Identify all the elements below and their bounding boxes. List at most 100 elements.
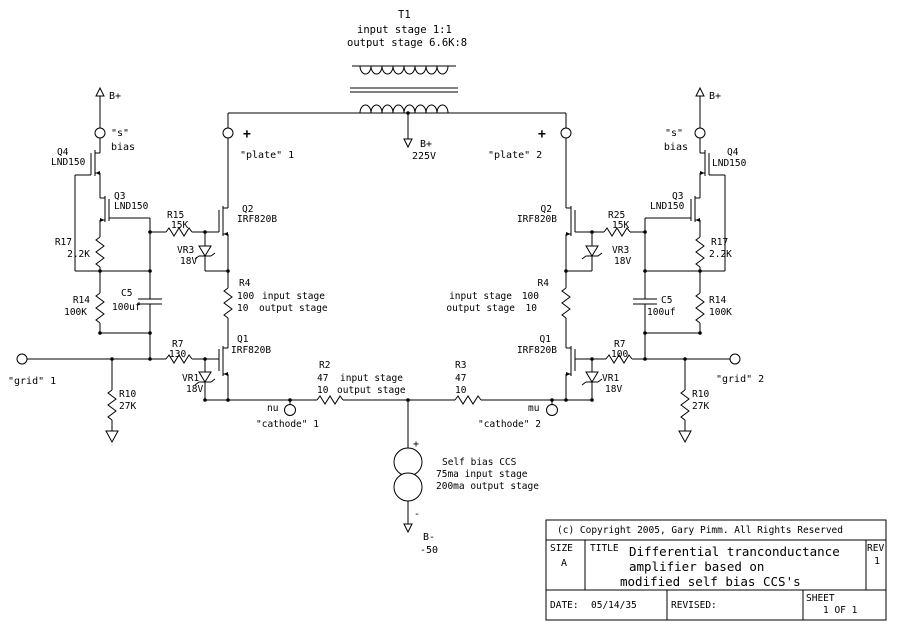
- resistor-r4-left: [223, 287, 233, 319]
- zener-diodes: [194, 245, 603, 386]
- bplus-label-left: B+: [109, 91, 121, 102]
- bplus-label-right: B+: [709, 91, 721, 102]
- vr1-ref-left: VR1: [182, 373, 199, 384]
- r2-ref: R2: [319, 360, 330, 371]
- revised-label: REVISED:: [671, 600, 717, 611]
- r15-ref: R15: [167, 210, 184, 221]
- plate1-terminal: [222, 127, 234, 139]
- r7-ref-left: R7: [172, 339, 183, 350]
- q4-ref-right: Q4: [727, 147, 739, 158]
- q4-ref-left: Q4: [57, 147, 69, 158]
- grid2-label: "grid" 2: [716, 374, 764, 385]
- q3-ref-left: Q3: [114, 191, 125, 202]
- q2-ref-right: Q2: [541, 204, 552, 215]
- r14-ref-left: R14: [73, 295, 90, 306]
- resistor-r3: [454, 395, 482, 405]
- c5-value-right: 100uf: [647, 307, 676, 318]
- copyright-text: (c) Copyright 2005, Gary Pimm. All Right…: [557, 525, 843, 536]
- t1-spec2: output stage 6.6K:8: [347, 37, 467, 49]
- sheet-value: 1 OF 1: [823, 605, 858, 616]
- cathode2-label: "cathode" 2: [478, 419, 541, 430]
- r4-ref-right: R4: [538, 278, 550, 289]
- grid1-terminal: [16, 353, 28, 365]
- ccs-circle-bottom: [393, 472, 423, 502]
- mosfet-arrows: [95, 171, 705, 376]
- title-line3: modified self bias CCS's: [620, 574, 801, 589]
- r17-ref-right: R17: [711, 237, 728, 248]
- sheet-label: SHEET: [806, 593, 835, 604]
- plate1-label: "plate" 1: [240, 150, 294, 161]
- junction-dots: [98, 111, 702, 402]
- q4-part-left: LND150: [51, 157, 86, 168]
- vr3-ref-left: VR3: [177, 245, 194, 256]
- left-labels: B+ "s" bias Q4 LND150 Q3 LND150 R17 2.2K…: [8, 91, 328, 430]
- r3-ref: R3: [455, 360, 466, 371]
- capacitors: [138, 298, 657, 305]
- bplus-arrow-left-icon: [95, 86, 105, 97]
- plate1-plus: +: [243, 127, 251, 142]
- r10-ref-right: R10: [692, 389, 709, 400]
- capacitor-c5-right: [633, 298, 657, 305]
- r4-note2-right: output stage: [446, 303, 515, 314]
- ground-arrow-right-icon: [678, 430, 692, 444]
- center-labels: R2 47 10 input stage output stage R3 47 …: [317, 360, 539, 556]
- title-line2: amplifier based on: [629, 559, 764, 574]
- vr3-ref-right: VR3: [612, 245, 629, 256]
- resistor-r14-right: [695, 292, 705, 324]
- r7-value-right: 100: [611, 349, 628, 360]
- resistor-r25: [603, 227, 631, 237]
- s-label-left: "s": [111, 128, 129, 139]
- r14-value-right: 100K: [709, 307, 732, 318]
- r14-value-left: 100K: [64, 307, 87, 318]
- nu-label: nu: [267, 403, 278, 414]
- rev-value: 1: [874, 556, 880, 567]
- r4-ref-left: R4: [239, 278, 251, 289]
- ccs-line2: 75ma input stage: [436, 469, 528, 480]
- resistor-r14-left: [95, 292, 105, 324]
- q4-part-right: LND150: [712, 158, 747, 169]
- bplus-terminal-left: [94, 127, 106, 139]
- q1-part-left: IRF820B: [231, 345, 271, 356]
- r7-ref-right: R7: [614, 339, 625, 350]
- resistor-r15: [165, 227, 193, 237]
- ccs-line1: Self bias CCS: [442, 457, 517, 468]
- r4-note1-right: input stage: [449, 291, 512, 302]
- q1-left-arrow-icon: [223, 372, 228, 376]
- ccs-line3: 200ma output stage: [436, 481, 539, 492]
- resistor-r10-left: [107, 389, 117, 421]
- resistor-r4-right: [561, 287, 571, 319]
- r4-note1-left: input stage: [262, 291, 325, 302]
- r4-value2-left: 10: [237, 303, 249, 314]
- title-label: TITLE: [590, 543, 619, 554]
- stage-note2: output stage: [337, 385, 406, 396]
- title-block-gridlines: [546, 539, 886, 620]
- zener-vr3-left: [198, 245, 212, 257]
- bminus-label: B-: [423, 532, 435, 543]
- q2-part-left: IRF820B: [237, 214, 277, 225]
- rev-label: REV: [867, 543, 884, 554]
- supply-arrows: [95, 86, 705, 534]
- resistors: [95, 227, 705, 421]
- resistor-r2: [316, 395, 344, 405]
- bplus-tap-arrow-icon: [403, 138, 413, 149]
- zener-vr1-left: [198, 371, 212, 383]
- ccs-circle-top: [393, 447, 423, 477]
- vr3-value-left: 18V: [180, 256, 197, 267]
- r4-value1-right: 100: [522, 291, 539, 302]
- q3-right-arrow-icon: [695, 218, 700, 222]
- ground-arrow-left-icon: [105, 430, 119, 444]
- primary-winding: [359, 65, 449, 75]
- transformer-labels: T1 input stage 1:1 output stage 6.6K:8 B…: [347, 9, 467, 162]
- bplus-terminal-right: [694, 127, 706, 139]
- r17-ref-left: R17: [55, 237, 72, 248]
- t1-spec1: input stage 1:1: [357, 24, 452, 36]
- resistor-r7-left: [165, 354, 193, 364]
- q2-part-right: IRF820B: [517, 214, 557, 225]
- title-line1: Differential tranconductance: [629, 544, 840, 559]
- c5-ref-left: C5: [121, 288, 132, 299]
- vr3-value-right: 18V: [614, 256, 631, 267]
- q1-part-right: IRF820B: [517, 345, 557, 356]
- q3-part-left: LND150: [114, 201, 149, 212]
- transformer-t1: [359, 65, 449, 114]
- date-label: DATE:: [550, 600, 579, 611]
